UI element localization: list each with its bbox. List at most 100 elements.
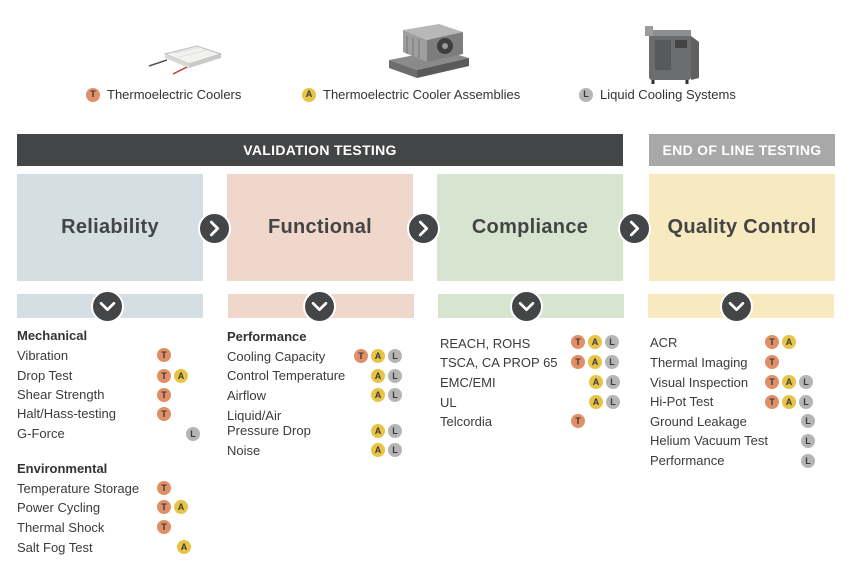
badge-t-icon: T	[765, 375, 779, 389]
list-item: Temperature Storage	[17, 481, 140, 496]
badge-l-icon: L	[799, 375, 813, 389]
badge-group: L	[801, 434, 815, 448]
badge-l-icon: L	[388, 369, 402, 383]
badge-a-icon: A	[174, 369, 188, 383]
badge-t-icon: T	[765, 335, 779, 349]
badge-t-icon: T	[157, 520, 171, 534]
next-arrow-2	[407, 212, 440, 245]
badge-a-icon: A	[371, 443, 385, 457]
badge-l-icon: L	[388, 388, 402, 402]
list-item: Telcordia	[440, 414, 493, 429]
badge-a-icon: A	[589, 375, 603, 389]
badge-l-icon: L	[388, 443, 402, 457]
badge-group: T A	[157, 500, 188, 514]
badge-group: A L	[589, 375, 620, 389]
list-item: Ground Leakage	[650, 414, 747, 429]
badge-l-icon: L	[605, 335, 619, 349]
chevron-down-icon	[311, 301, 328, 312]
badge-l-icon: L	[186, 427, 200, 441]
badge-group: A L	[371, 424, 402, 438]
badge-t-icon: T	[86, 87, 100, 102]
list-item: Cooling Capacity	[227, 349, 326, 364]
badge-a-icon: A	[302, 87, 316, 102]
list-item: Drop Test	[17, 368, 73, 383]
legend-label: Thermoelectric Cooler Assemblies	[323, 87, 521, 102]
list-item: Thermal Shock	[17, 520, 105, 535]
badge-group: L	[186, 427, 200, 441]
badge-t-icon: T	[765, 355, 779, 369]
badge-l-icon: L	[801, 414, 815, 428]
list-item: Vibration	[17, 348, 69, 363]
validation-testing-header: VALIDATION TESTING	[17, 134, 623, 166]
expand-arrow-quality	[720, 290, 753, 323]
list-item: Power Cycling	[17, 500, 101, 515]
badge-t-icon: T	[157, 407, 171, 421]
legend-item-tec: T Thermoelectric Coolers	[86, 87, 241, 102]
list-item: Thermal Imaging	[650, 355, 748, 370]
chevron-down-icon	[518, 301, 535, 312]
list-item: Performance	[650, 453, 725, 468]
badge-l-icon: L	[606, 395, 620, 409]
badge-group: T A L	[571, 355, 619, 369]
badge-group: T	[157, 481, 171, 495]
badge-group: L	[801, 414, 815, 428]
badge-group: T A	[157, 369, 188, 383]
thermoelectric-cooler-icon	[148, 45, 223, 75]
legend-label: Liquid Cooling Systems	[600, 87, 736, 102]
badge-t-icon: T	[157, 481, 171, 495]
badge-group: A L	[589, 395, 620, 409]
badge-group: T A	[765, 335, 796, 349]
list-item: EMC/EMI	[440, 375, 496, 390]
badge-l-icon: L	[799, 395, 813, 409]
badge-group: L	[801, 454, 815, 468]
badge-group: T	[157, 388, 171, 402]
badge-l-icon: L	[606, 375, 620, 389]
badge-t-icon: T	[157, 500, 171, 514]
list-item: Shear Strength	[17, 387, 105, 402]
badge-t-icon: T	[571, 355, 585, 369]
end-of-line-testing-header: END OF LINE TESTING	[649, 134, 835, 166]
badge-group: A L	[371, 388, 402, 402]
chevron-right-icon	[209, 220, 220, 237]
badge-a-icon: A	[782, 395, 796, 409]
badge-group: T	[157, 520, 171, 534]
chevron-down-icon	[99, 301, 116, 312]
badge-group: T	[571, 414, 585, 428]
list-item: Airflow	[227, 388, 267, 403]
badge-group: T A L	[354, 349, 402, 363]
list-item: G-Force	[17, 426, 65, 441]
badge-group: T A L	[765, 375, 813, 389]
list-item: Visual Inspection	[650, 375, 749, 390]
badge-group: T A L	[765, 395, 813, 409]
badge-t-icon: T	[571, 414, 585, 428]
list-item: Liquid/Air	[227, 408, 282, 423]
badge-group: A	[177, 540, 191, 554]
badge-t-icon: T	[354, 349, 368, 363]
section-title-environmental: Environmental	[17, 461, 108, 476]
badge-group: A L	[371, 369, 402, 383]
badge-t-icon: T	[765, 395, 779, 409]
badge-a-icon: A	[588, 355, 602, 369]
next-arrow-3	[618, 212, 651, 245]
list-item: Helium Vacuum Test	[650, 433, 769, 448]
badge-a-icon: A	[588, 335, 602, 349]
badge-t-icon: T	[571, 335, 585, 349]
legend-item-assembly: A Thermoelectric Cooler Assemblies	[302, 87, 520, 102]
badge-a-icon: A	[371, 369, 385, 383]
badge-l-icon: L	[801, 454, 815, 468]
badge-t-icon: T	[157, 348, 171, 362]
cooler-assembly-icon	[389, 24, 469, 78]
section-title-performance: Performance	[227, 329, 307, 344]
phase-compliance: Compliance	[437, 174, 623, 281]
next-arrow-1	[198, 212, 231, 245]
badge-l-icon: L	[579, 87, 593, 102]
badge-t-icon: T	[157, 369, 171, 383]
badge-a-icon: A	[371, 388, 385, 402]
chevron-down-icon	[728, 301, 745, 312]
badge-l-icon: L	[801, 434, 815, 448]
list-item: UL	[440, 395, 457, 410]
badge-l-icon: L	[388, 424, 402, 438]
phase-functional: Functional	[227, 174, 413, 281]
badge-a-icon: A	[782, 335, 796, 349]
chevron-right-icon	[418, 220, 429, 237]
